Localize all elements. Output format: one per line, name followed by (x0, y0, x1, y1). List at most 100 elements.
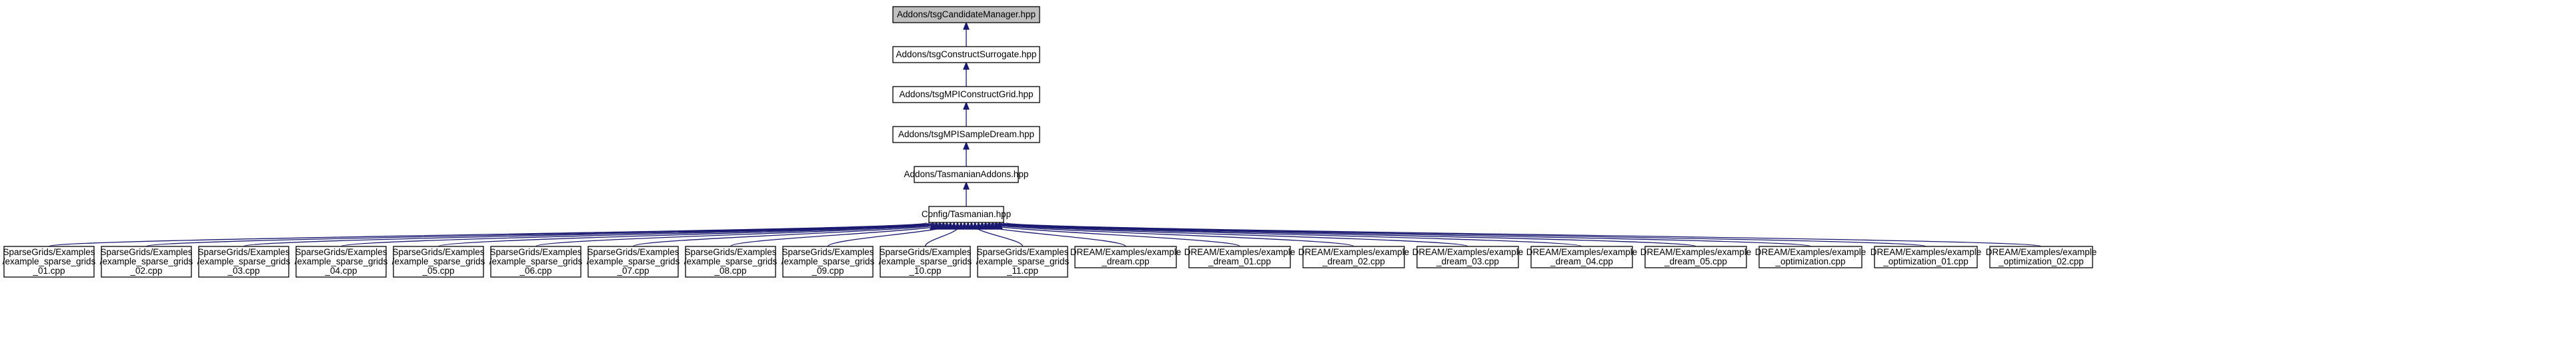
node-label-line: _05.cpp (421, 266, 454, 276)
node-box (198, 246, 289, 278)
edge-line (730, 222, 952, 247)
node-construct-surrogate[interactable]: Addons/tsgConstructSurrogate.hpp (892, 46, 1040, 63)
edge-line (243, 222, 934, 247)
node-label-line: DREAM/Examples/example (1986, 247, 2097, 257)
node-label-line: _dream_05.cpp (1664, 256, 1727, 266)
node-box (1302, 246, 1405, 268)
node-config-tasmanian[interactable]: Config/Tasmanian.hpp (922, 206, 1011, 223)
node-label-line: SparseGrids/Examples (489, 247, 581, 257)
edge-construct_surrogate-to-candidate_manager (963, 21, 970, 47)
edge-sg_ex01-to-config_tasmanian (48, 221, 936, 247)
edge-sg_ex02-to-config_tasmanian (145, 221, 940, 247)
node-dream-ex04[interactable]: DREAM/Examples/example_dream_04.cpp (1526, 246, 1638, 268)
node-candidate-manager[interactable]: Addons/tsgCandidateManager.hpp (892, 6, 1040, 23)
arrowhead (996, 221, 1003, 230)
node-label-line: /example_sparse_grids (879, 256, 972, 266)
node-sg-ex05[interactable]: SparseGrids/Examples/example_sparse_grid… (392, 246, 485, 278)
node-label-line: /example_sparse_grids (295, 256, 388, 266)
node-label-line: DREAM/Examples/example (1640, 247, 1752, 257)
node-box (880, 246, 971, 278)
node-sg-ex10[interactable]: SparseGrids/Examples/example_sparse_grid… (879, 246, 972, 278)
node-label-line: Addons/tsgMPISampleDream.hpp (898, 129, 1034, 139)
node-label-line: _08.cpp (714, 266, 746, 276)
node-sg-ex01[interactable]: SparseGrids/Examples/example_sparse_grid… (3, 246, 96, 278)
node-box (892, 126, 1040, 143)
node-mpi-sample-dream[interactable]: Addons/tsgMPISampleDream.hpp (892, 126, 1040, 143)
node-label-line: _07.cpp (616, 266, 649, 276)
edge-line (995, 222, 1696, 247)
node-dream-ex03[interactable]: DREAM/Examples/example_dream_03.cpp (1412, 246, 1524, 268)
node-box (914, 166, 1019, 183)
node-label-line: _10.cpp (908, 266, 941, 276)
nodes-layer: Addons/tsgCandidateManager.hppAddons/tsg… (3, 6, 2097, 278)
node-box (928, 206, 1004, 223)
node-box (1188, 246, 1291, 268)
edge-line (437, 222, 941, 247)
node-box (3, 246, 95, 278)
node-box (1416, 246, 1519, 268)
node-label-line: _06.cpp (519, 266, 551, 276)
node-label-line: /example_sparse_grids (587, 256, 680, 266)
node-box (782, 246, 874, 278)
node-sg-ex11[interactable]: SparseGrids/Examples/example_sparse_grid… (976, 246, 1070, 278)
node-box (295, 246, 387, 278)
arrowhead (963, 61, 970, 70)
node-label-line: _11.cpp (1006, 266, 1038, 276)
node-sg-ex07[interactable]: SparseGrids/Examples/example_sparse_grid… (587, 246, 680, 278)
node-dream-ex[interactable]: DREAM/Examples/example_dream.cpp (1070, 246, 1182, 268)
edge-line (998, 222, 1811, 247)
node-opt-ex01[interactable]: DREAM/Examples/example_optimization_01.c… (1870, 246, 1982, 268)
node-label-line: DREAM/Examples/example (1298, 247, 1410, 257)
node-label-line: /example_sparse_grids (976, 256, 1070, 266)
node-label-line: Addons/TasmanianAddons.hpp (904, 169, 1029, 179)
node-dream-ex02[interactable]: DREAM/Examples/example_dream_02.cpp (1298, 246, 1410, 268)
node-label-line: _03.cpp (227, 266, 259, 276)
node-sg-ex02[interactable]: SparseGrids/Examples/example_sparse_grid… (100, 246, 193, 278)
edge-dream_ex05-to-config_tasmanian (986, 221, 1696, 247)
edge-line (1006, 222, 2042, 247)
edge-line (632, 222, 948, 247)
edge-mpi_construct_grid-to-construct_surrogate (963, 61, 970, 87)
node-label-line: SparseGrids/Examples (587, 247, 679, 257)
node-sg-ex03[interactable]: SparseGrids/Examples/example_sparse_grid… (197, 246, 291, 278)
edge-config_tasmanian-to-tasmanian_addons (963, 181, 970, 206)
node-opt-ex02[interactable]: DREAM/Examples/example_optimization_02.c… (1986, 246, 2097, 268)
node-label-line: DREAM/Examples/example (1412, 247, 1524, 257)
node-box (587, 246, 679, 278)
node-label-line: /example_sparse_grids (782, 256, 875, 266)
node-box (1874, 246, 1978, 268)
node-sg-ex06[interactable]: SparseGrids/Examples/example_sparse_grid… (489, 246, 583, 278)
edge-mpi_sample_dream-to-mpi_construct_grid (963, 101, 970, 127)
edge-line (1002, 222, 1926, 247)
node-dream-ex05[interactable]: DREAM/Examples/example_dream_05.cpp (1640, 246, 1752, 268)
node-box (892, 6, 1040, 23)
edges-layer (48, 21, 2042, 247)
node-tasmanian-addons[interactable]: Addons/TasmanianAddons.hpp (904, 166, 1029, 183)
node-dream-ex01[interactable]: DREAM/Examples/example_dream_01.cpp (1184, 246, 1296, 268)
edge-opt_ex02-to-config_tasmanian (996, 221, 2042, 247)
node-box (101, 246, 192, 278)
node-sg-ex09[interactable]: SparseGrids/Examples/example_sparse_grid… (782, 246, 875, 278)
node-label-line: DREAM/Examples/example (1526, 247, 1638, 257)
node-sg-ex04[interactable]: SparseGrids/Examples/example_sparse_grid… (295, 246, 388, 278)
node-label-line: SparseGrids/Examples (3, 247, 95, 257)
node-label-line: /example_sparse_grids (100, 256, 193, 266)
edge-line (988, 222, 1468, 247)
node-label-line: DREAM/Examples/example (1070, 247, 1182, 257)
edge-line (827, 223, 955, 247)
node-label-line: SparseGrids/Examples (392, 247, 484, 257)
edge-line (145, 222, 930, 247)
node-box (1074, 246, 1177, 268)
node-label-line: _dream_01.cpp (1208, 256, 1271, 266)
node-sg-ex08[interactable]: SparseGrids/Examples/example_sparse_grid… (684, 246, 778, 278)
node-label-line: Config/Tasmanian.hpp (922, 209, 1011, 219)
node-label-line: Addons/tsgMPIConstructGrid.hpp (899, 89, 1033, 99)
node-label-line: _09.cpp (811, 266, 844, 276)
node-label-line: DREAM/Examples/example (1184, 247, 1296, 257)
node-label-line: _optimization_02.cpp (1998, 256, 2084, 266)
node-opt-ex[interactable]: DREAM/Examples/example_optimization.cpp (1755, 246, 1866, 268)
edge-line (984, 222, 1354, 247)
node-label-line: DREAM/Examples/example (1755, 247, 1866, 257)
node-label-line: Addons/tsgCandidateManager.hpp (897, 9, 1036, 19)
node-mpi-construct-grid[interactable]: Addons/tsgMPIConstructGrid.hpp (892, 86, 1040, 103)
